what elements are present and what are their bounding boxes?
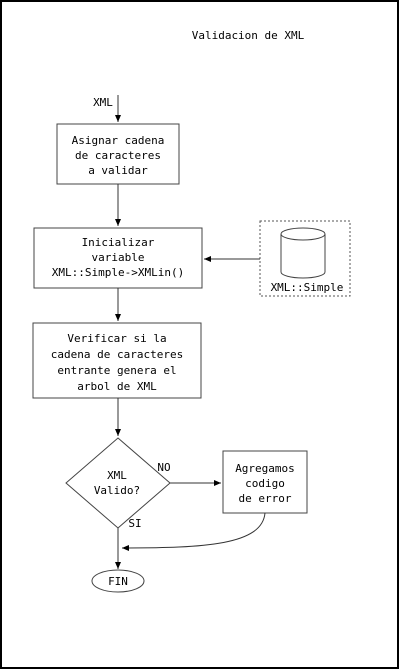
module-label: XML::Simple bbox=[271, 281, 344, 294]
assign-string-box bbox=[56, 123, 180, 185]
error-code-box bbox=[222, 450, 308, 514]
assign-line-2: de caracteres bbox=[75, 149, 161, 162]
assign-line-1: Asignar cadena bbox=[72, 134, 165, 147]
decision-line-2: Valido? bbox=[94, 484, 140, 497]
verify-tree-box bbox=[32, 322, 202, 399]
branch-si-label: SI bbox=[128, 517, 141, 530]
init-variable-box bbox=[33, 227, 203, 289]
assign-line-3: a validar bbox=[88, 164, 148, 177]
end-terminator bbox=[91, 569, 145, 593]
init-line-3: XML::Simple->XMLin() bbox=[52, 266, 184, 279]
branch-no-label: NO bbox=[157, 461, 170, 474]
end-label: FIN bbox=[108, 575, 128, 588]
decision-line-1: XML bbox=[107, 469, 127, 482]
error-line-1: Agregamos bbox=[235, 462, 295, 475]
verify-line-2: cadena de caracteres bbox=[51, 348, 183, 361]
start-label: XML bbox=[93, 96, 113, 109]
error-line-2: codigo bbox=[245, 477, 285, 490]
verify-line-3: entrante genera el bbox=[57, 364, 176, 377]
diagram-title: Validacion de XML bbox=[192, 29, 305, 42]
init-line-2: variable bbox=[92, 251, 145, 264]
error-line-3: de error bbox=[239, 492, 292, 505]
arrow-error-to-merge bbox=[121, 512, 266, 551]
database-icon bbox=[280, 227, 326, 279]
init-line-1: Inicializar bbox=[82, 236, 155, 249]
verify-line-4: arbol de XML bbox=[77, 380, 157, 393]
verify-line-1: Verificar si la bbox=[67, 332, 166, 345]
